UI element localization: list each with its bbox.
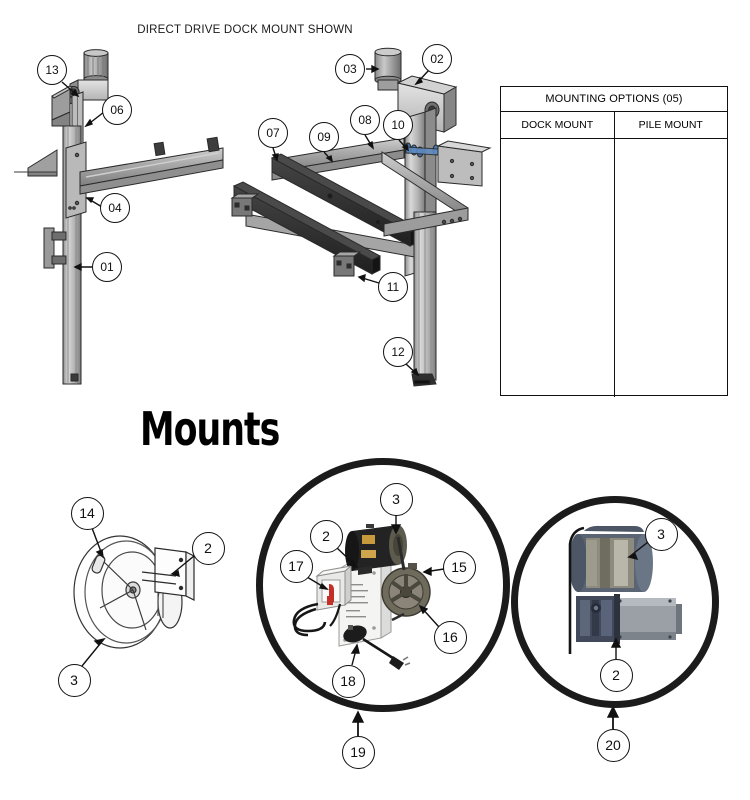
- callout-04: 04: [100, 193, 130, 223]
- callout-11: 11: [378, 272, 408, 302]
- callout-02: 02: [422, 44, 452, 74]
- callout-19: 19: [341, 735, 375, 769]
- right-frame-assembly: [230, 47, 492, 387]
- detail-ring-direct-drive: [511, 496, 719, 708]
- mounting-options-table: MOUNTING OPTIONS (05) DOCK MOUNT PILE MO…: [500, 86, 728, 397]
- dock-mount-cell: [501, 139, 615, 397]
- callout-06: 06: [102, 95, 132, 125]
- diagram-title: DIRECT DRIVE DOCK MOUNT SHOWN: [137, 24, 353, 36]
- callout-2: 2: [599, 658, 633, 692]
- callout-3: 3: [644, 517, 678, 551]
- detail-ring-belt-drive: [256, 458, 510, 712]
- callout-14: 14: [70, 496, 104, 530]
- callout-03: 03: [335, 54, 365, 84]
- pile-mount-cell: [615, 139, 728, 397]
- callout-3: 3: [57, 663, 91, 697]
- callout-2: 2: [309, 519, 343, 553]
- callout-08: 08: [350, 105, 380, 135]
- callout-15: 15: [442, 550, 476, 584]
- callout-3: 3: [379, 482, 413, 516]
- callout-01: 01: [92, 252, 122, 282]
- callout-07: 07: [258, 118, 288, 148]
- column-header-dock-mount: DOCK MOUNT: [501, 112, 615, 138]
- callout-09: 09: [309, 122, 339, 152]
- section-heading-mounts: Mounts: [140, 402, 280, 456]
- callout-2: 2: [191, 531, 225, 565]
- callout-17: 17: [279, 549, 313, 583]
- callout-13: 13: [37, 55, 67, 85]
- callout-16: 16: [433, 620, 467, 654]
- hand-wheel-winch-illustration: [73, 535, 195, 649]
- mounting-options-title: MOUNTING OPTIONS (05): [501, 87, 727, 112]
- callout-12: 12: [383, 337, 413, 367]
- callout-18: 18: [331, 664, 365, 698]
- callout-10: 10: [383, 110, 413, 140]
- column-header-pile-mount: PILE MOUNT: [638, 119, 703, 131]
- callout-20: 20: [596, 728, 630, 762]
